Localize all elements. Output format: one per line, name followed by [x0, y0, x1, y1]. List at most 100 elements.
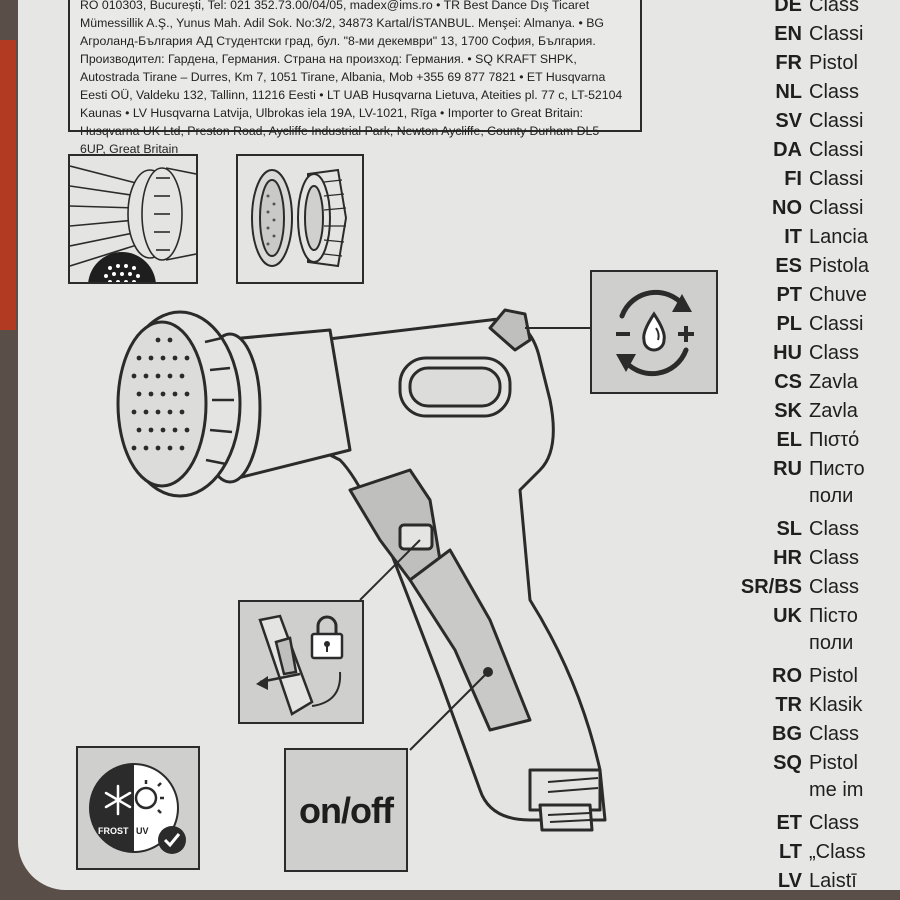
language-row: NL Class	[768, 77, 900, 106]
language-name-line: Class	[809, 812, 860, 834]
language-code: DA	[773, 139, 802, 161]
language-name-line: Chuve	[809, 284, 867, 306]
spray-hole	[179, 373, 185, 379]
language-name-line: Class	[809, 342, 860, 364]
spray-hole	[179, 445, 185, 451]
language-product-name: Class	[809, 518, 859, 541]
spray-hole	[143, 445, 149, 451]
language-row: CS Zavla	[768, 367, 900, 396]
spray-hole	[160, 391, 166, 397]
language-code: SQ	[773, 752, 802, 774]
language-name-line-2: поли	[809, 632, 854, 654]
language-name-line: Class	[809, 576, 860, 598]
language-product-name: Classi	[809, 313, 863, 336]
flow-regulation-icon	[590, 270, 718, 394]
on-off-label: on/off	[299, 790, 394, 831]
spray-hole	[184, 427, 190, 433]
info-line: Kaunas • LV Husqvarna Latvija, Ulbrokas …	[80, 106, 584, 120]
language-code: ES	[775, 255, 802, 277]
spray-hole	[155, 373, 161, 379]
language-product-name: Пісто поли	[809, 605, 858, 655]
spray-hole	[160, 427, 166, 433]
language-name-line: Zavla	[809, 400, 858, 422]
spray-hole	[155, 337, 161, 343]
language-code: EL	[776, 429, 802, 451]
language-name-line: Lancia	[809, 226, 868, 248]
language-code: EN	[774, 23, 802, 45]
spray-hole	[155, 409, 161, 415]
language-code: FI	[784, 168, 802, 190]
spray-hole	[172, 391, 178, 397]
language-name-line: Classi	[809, 23, 864, 45]
language-name-line: „Class	[809, 841, 866, 863]
language-product-name: Class	[809, 723, 859, 746]
language-name-line: Class	[809, 81, 860, 103]
language-name-line: Zavla	[809, 371, 858, 393]
on-off-label-box: on/off	[284, 748, 408, 872]
language-product-name: Class	[809, 576, 859, 599]
info-line: Eesti OÜ, Valdeku 132, Tallinn, 11216 Ee…	[80, 88, 623, 102]
language-product-name: Zavla	[809, 371, 858, 394]
info-line: Агроланд-България АД Студентски град, бу…	[80, 34, 596, 48]
spray-hole	[179, 409, 185, 415]
language-name-line: Pistol	[809, 52, 858, 74]
language-product-name: Class	[809, 81, 859, 104]
language-code: NL	[775, 81, 802, 103]
language-product-name: Πιστό	[809, 429, 859, 452]
language-row: BG Class	[768, 719, 900, 748]
language-code: PT	[776, 284, 802, 306]
info-line: Mümessillik A.Ş., Yunus Mah. Adil Sok. N…	[80, 16, 604, 30]
language-name-line: Class	[809, 518, 860, 540]
language-code: BG	[772, 723, 802, 745]
language-product-name: Lancia	[809, 226, 868, 249]
spray-hole	[184, 355, 190, 361]
language-row: EN Classi	[768, 19, 900, 48]
spray-gun-illustration	[116, 308, 607, 832]
spray-hole	[148, 391, 154, 397]
language-name-line: Classi	[809, 313, 864, 335]
spray-hole	[160, 355, 166, 361]
language-name-line: Classi	[809, 197, 864, 219]
spray-hole	[167, 373, 173, 379]
language-row: NO Classi	[768, 193, 900, 222]
spray-hole	[131, 445, 137, 451]
language-name-line: Class	[809, 0, 860, 16]
language-product-name: Pistol	[809, 665, 858, 688]
language-product-name: Pistol	[809, 52, 858, 75]
language-product-name: Zavla	[809, 400, 858, 423]
red-packaging-edge	[0, 40, 16, 330]
info-line: Производител: Гардена, Германия. Страна …	[80, 52, 577, 66]
language-row: PT Chuve	[768, 280, 900, 309]
frost-uv-resistant-icon: FROST UV	[76, 746, 200, 870]
spray-hole	[148, 427, 154, 433]
language-product-name: Class	[809, 812, 859, 835]
language-code: CS	[774, 371, 802, 393]
language-code: NO	[772, 197, 802, 219]
language-code: LV	[777, 870, 802, 892]
language-name-line: Пісто	[809, 605, 858, 627]
spray-hole	[184, 391, 190, 397]
language-code: SL	[776, 518, 802, 540]
language-name-line: Class	[809, 723, 860, 745]
frost-label: FROST	[98, 826, 129, 836]
spray-hole	[172, 355, 178, 361]
language-name-line: Πιστό	[809, 429, 860, 451]
language-row: LV Laistī	[768, 866, 900, 895]
language-name-line: Laistī	[809, 870, 857, 892]
language-name-line: Class	[809, 547, 860, 569]
spray-hole	[167, 337, 173, 343]
thread-connector-icon	[236, 154, 364, 284]
language-code: RO	[772, 665, 802, 687]
